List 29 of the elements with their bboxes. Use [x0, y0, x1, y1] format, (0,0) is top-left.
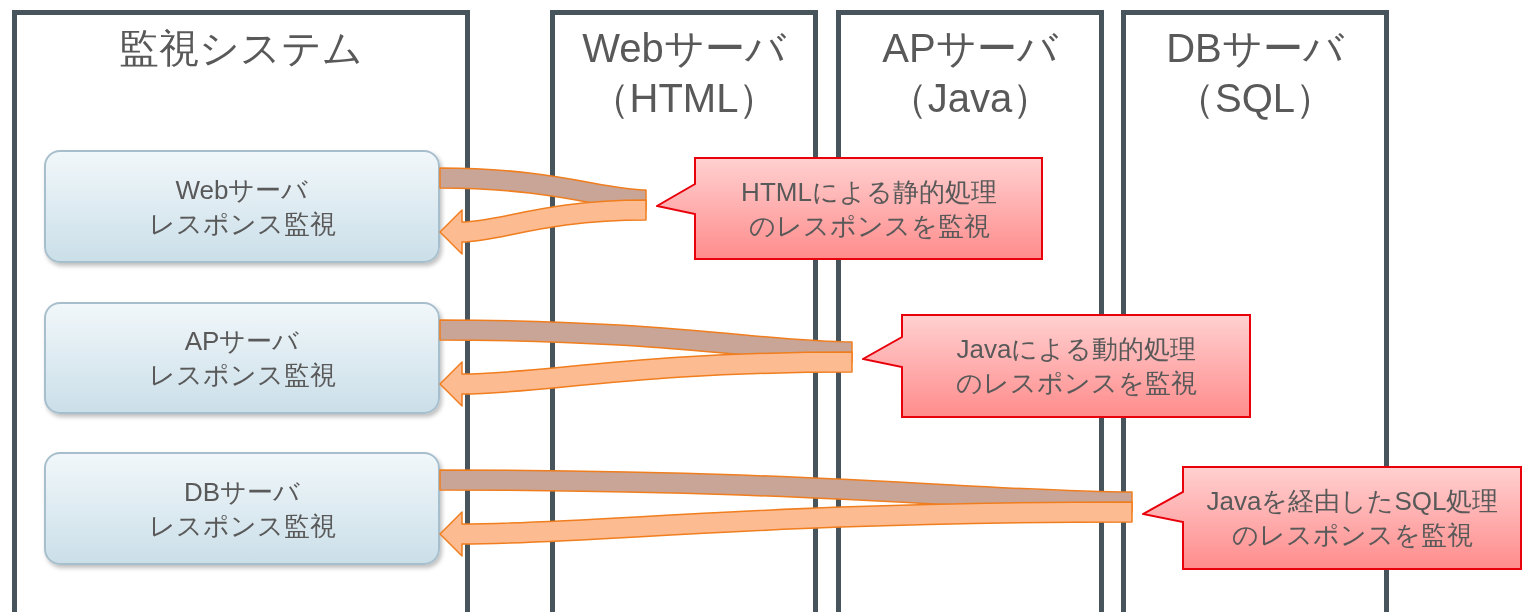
callout-text: HTMLによる静的処理 — [741, 175, 997, 209]
lane-heading: （HTML） — [589, 75, 779, 122]
monitor-label: レスポンス監視 — [148, 509, 336, 543]
band-arrow — [439, 199, 647, 255]
monitor-box — [44, 452, 440, 565]
band-arrow — [439, 351, 853, 407]
monitor-label: DBサーバ — [183, 475, 301, 509]
monitor-box — [44, 150, 440, 263]
callout-text: のレスポンスを監視 — [1232, 519, 1473, 552]
band-arrow — [439, 501, 1133, 557]
lane-heading: 監視システム — [119, 25, 363, 72]
callout-text: のレスポンスを監視 — [956, 367, 1197, 400]
callout-text: のレスポンスを監視 — [748, 209, 990, 243]
lane-heading: DBサーバ — [1166, 25, 1344, 72]
callout-bubble — [862, 314, 1251, 418]
callout-text: Javaを経由したSQL処理 — [1206, 485, 1499, 518]
callout-bubble — [1142, 466, 1522, 570]
swimlane — [12, 10, 470, 612]
lane-heading: （Java） — [887, 75, 1053, 122]
monitor-label: APサーバ — [184, 325, 300, 358]
monitor-label: レスポンス監視 — [148, 207, 336, 241]
lane-heading: APサーバ — [882, 25, 1058, 72]
callout-text: Javaによる動的処理 — [956, 333, 1197, 366]
monitor-box — [44, 302, 440, 414]
monitor-label: Webサーバ — [175, 173, 309, 207]
lane-heading: （SQL） — [1174, 75, 1335, 122]
monitor-label: レスポンス監視 — [148, 359, 336, 392]
lane-heading: Webサーバ — [582, 25, 786, 72]
callout-bubble — [656, 157, 1043, 260]
